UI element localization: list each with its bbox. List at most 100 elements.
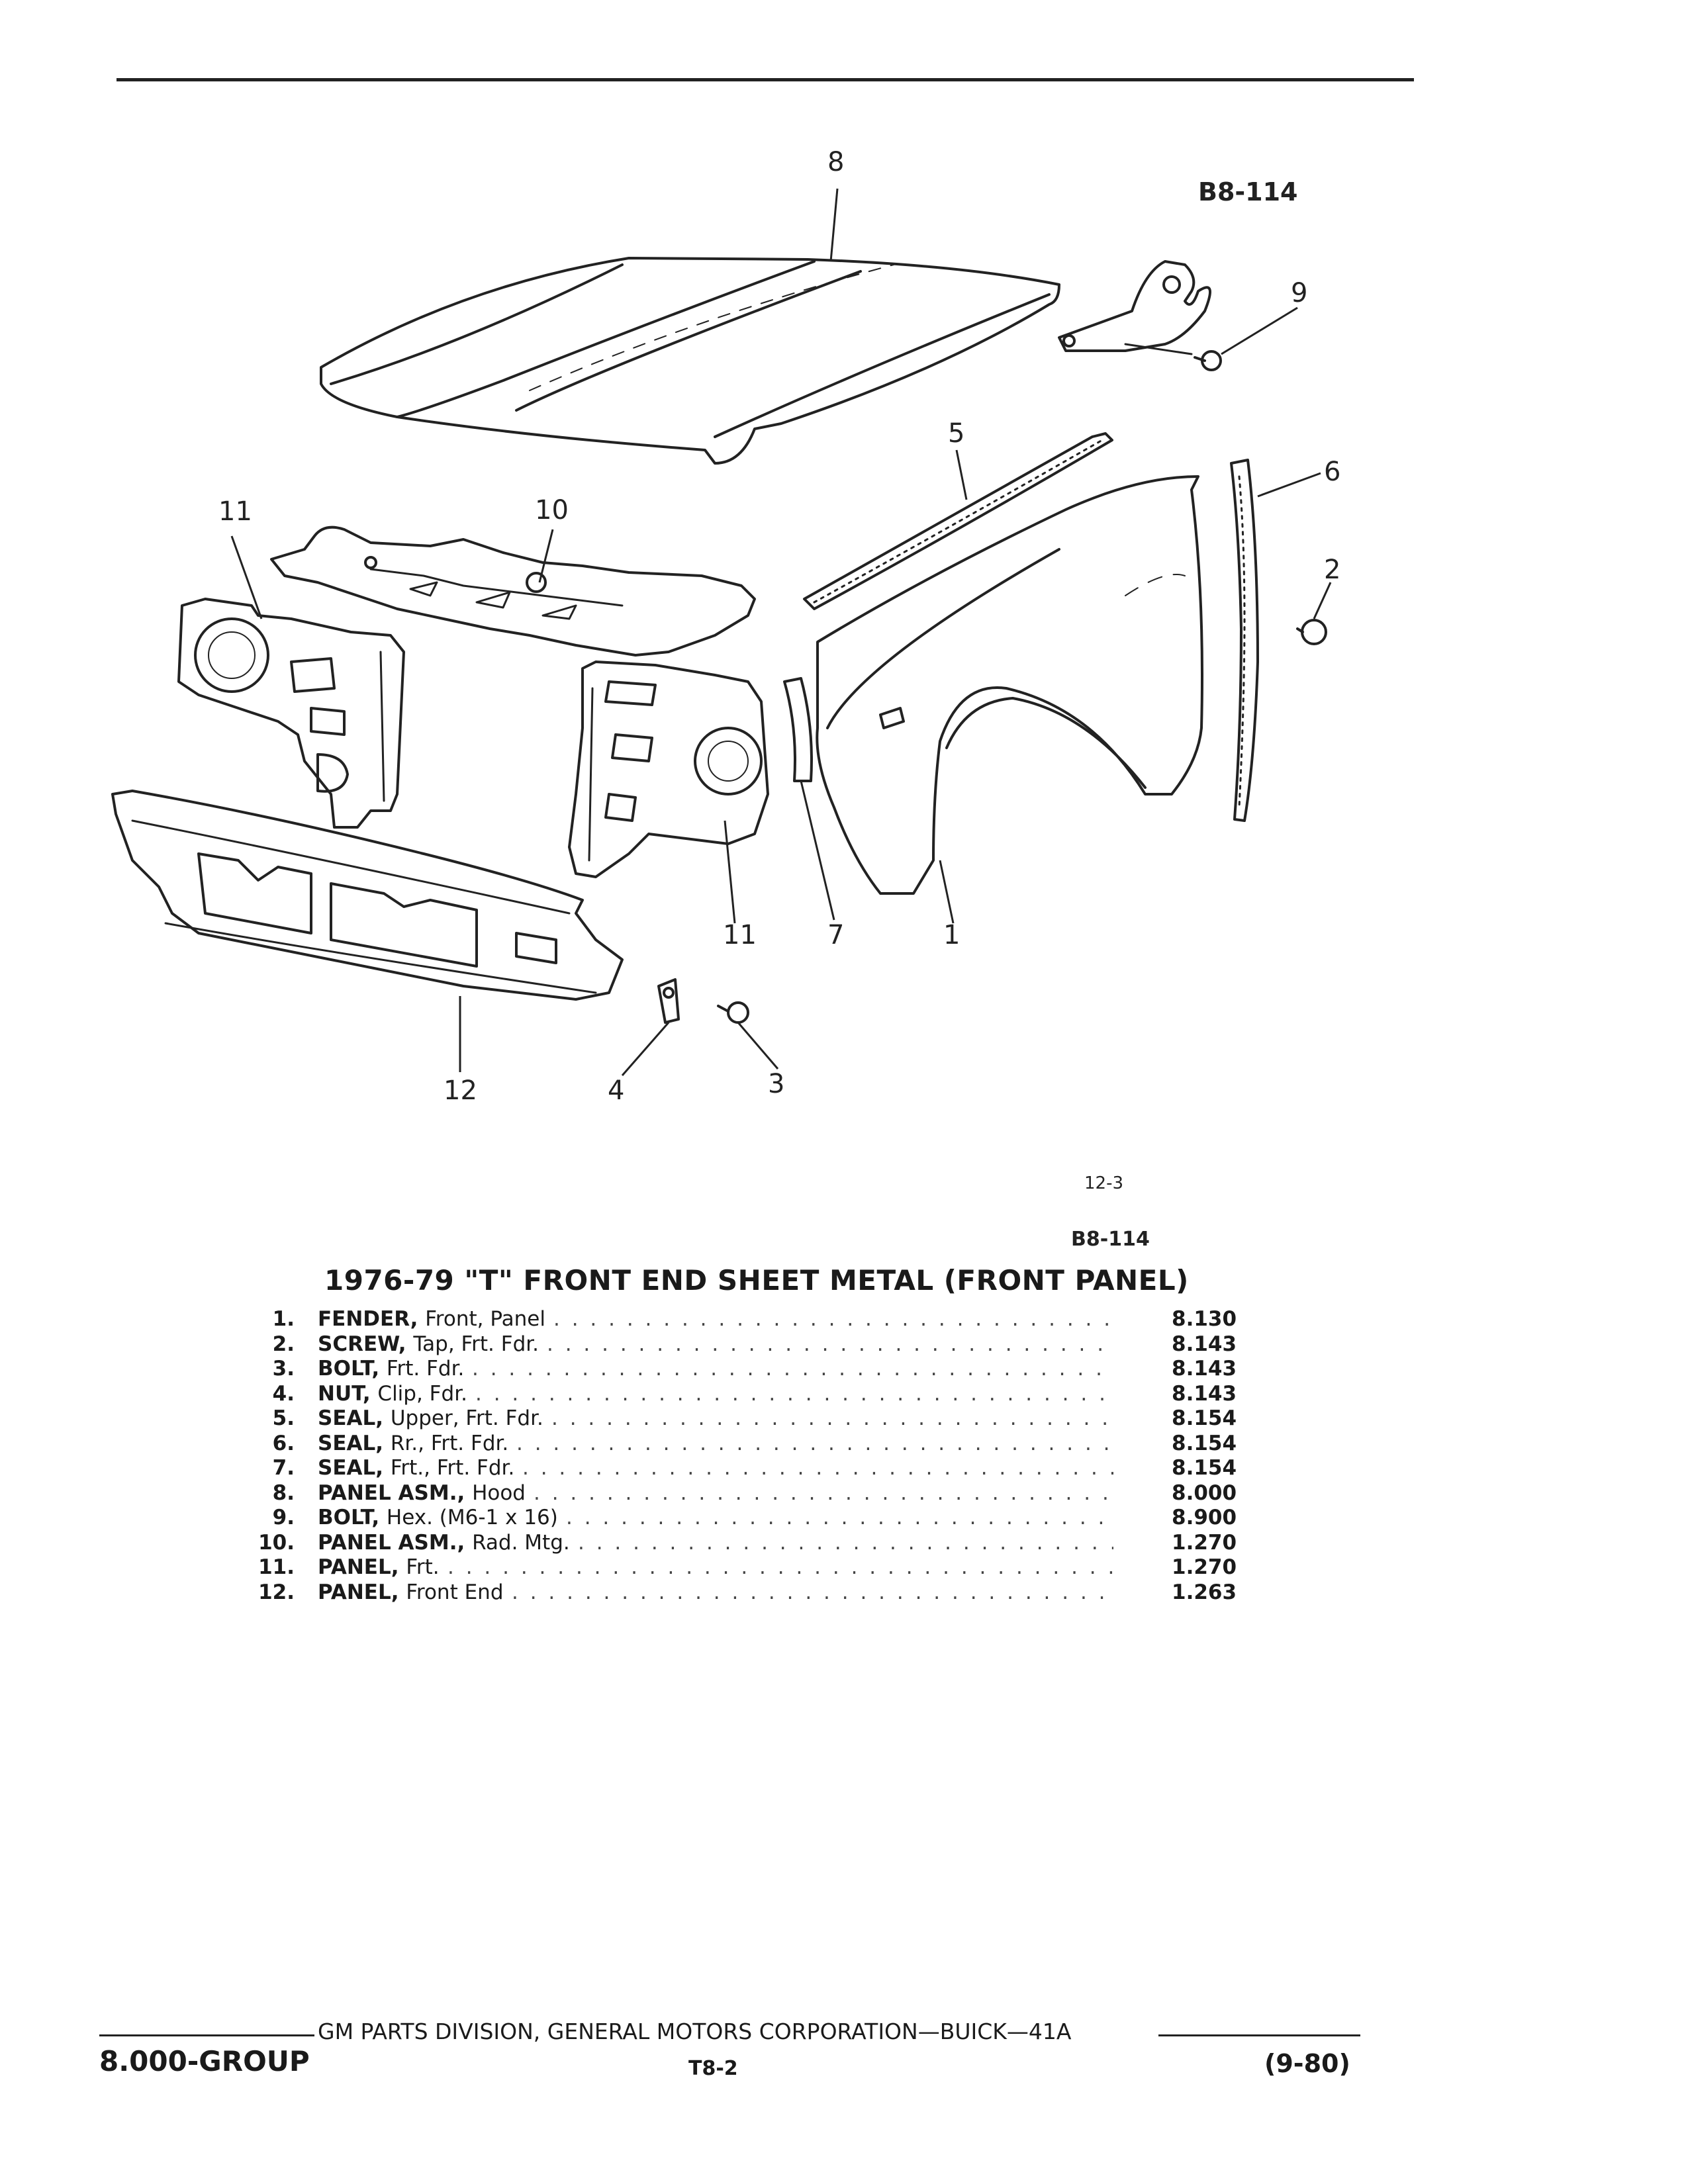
upper-seal-drawing <box>803 432 1113 610</box>
leader-dots: . . . . . . . . . . . . . . . . . . . . … <box>578 1530 1113 1555</box>
part-number: 3. <box>272 1357 295 1381</box>
leader-dots: . . . . . . . . . . . . . . . . . . . . … <box>551 1406 1113 1430</box>
callout-4: 4 <box>608 1075 625 1106</box>
leader-dots: . . . . . . . . . . . . . . . . . . . . … <box>547 1332 1113 1356</box>
part-group-reference: 8.143 <box>1172 1381 1237 1406</box>
part-number: 6. <box>272 1431 295 1455</box>
callout-9: 9 <box>1291 278 1308 308</box>
part-name-label: PANEL, <box>318 1580 399 1604</box>
part-name: BOLT, Frt. Fdr. <box>318 1357 464 1381</box>
part-group-reference: 8.143 <box>1172 1357 1237 1381</box>
footer-rule-right <box>1158 2034 1360 2036</box>
parts-list: 1.FENDER, Front, Panel. . . . . . . . . … <box>252 1307 1244 1605</box>
part-number: 8. <box>272 1480 295 1505</box>
callout-5: 5 <box>948 418 965 449</box>
fender-screw-drawing <box>1296 619 1327 645</box>
part-number: 7. <box>272 1456 295 1480</box>
parts-list-row: 8. PANEL ASM., Hood . . . . . . . . . . . … <box>252 1481 1244 1506</box>
part-number: 10. <box>258 1530 295 1555</box>
part-group-reference: 1.270 <box>1172 1555 1237 1579</box>
part-description: Rr., Frt. Fdr. <box>390 1431 509 1455</box>
leader-dots: . . . . . . . . . . . . . . . . . . . . … <box>516 1431 1113 1455</box>
parts-list-row: 12. PANEL, Front End . . . . . . . . . . .… <box>252 1580 1244 1606</box>
part-number: 4. <box>272 1381 295 1406</box>
part-description: Upper, Frt. Fdr. <box>390 1406 543 1430</box>
callout-11-right: 11 <box>723 920 757 950</box>
callout-11-left: 11 <box>218 496 252 527</box>
part-number: 1. <box>272 1307 295 1331</box>
part-name: PANEL, Frt. <box>318 1555 440 1579</box>
part-name: FENDER, Front, Panel <box>318 1307 545 1331</box>
parts-list-row: 4. NUT, Clip, Fdr. . . . . . . . . . . . .… <box>252 1382 1244 1407</box>
part-group-reference: 8.143 <box>1172 1332 1237 1356</box>
footer-publisher-line: GM PARTS DIVISION, GENERAL MOTORS CORPOR… <box>318 2019 1072 2044</box>
callout-7: 7 <box>827 920 845 950</box>
part-group-reference: 8.000 <box>1172 1480 1237 1505</box>
part-name: BOLT, Hex. (M6-1 x 16) <box>318 1506 558 1529</box>
section-title: 1976-79 "T" FRONT END SHEET METAL (FRONT… <box>324 1264 1189 1297</box>
part-name-label: PANEL, <box>318 1555 399 1579</box>
parts-list-row: 7. SEAL, Frt., Frt. Fdr. . . . . . . . . .… <box>252 1456 1244 1481</box>
part-name: SCREW, Tap, Frt. Fdr. <box>318 1332 539 1356</box>
exploded-parts-diagram <box>111 188 1332 1076</box>
leader-dots: . . . . . . . . . . . . . . . . . . . . … <box>522 1456 1113 1480</box>
part-description: Front, Panel <box>425 1307 545 1331</box>
part-name: PANEL ASM., Hood <box>318 1481 526 1505</box>
part-group-reference: 1.263 <box>1172 1580 1237 1604</box>
part-name-label: PANEL ASM., <box>318 1480 465 1505</box>
parts-list-row: 3. BOLT, Frt. Fdr. . . . . . . . . . . . .… <box>252 1357 1244 1382</box>
part-name-label: SCREW, <box>318 1332 406 1356</box>
part-group-reference: 8.900 <box>1172 1506 1237 1529</box>
part-group-reference: 8.154 <box>1172 1456 1237 1480</box>
part-name-label: SEAL, <box>318 1406 384 1430</box>
part-description: Hex. (M6-1 x 16) <box>386 1506 558 1529</box>
parts-list-row: 5. SEAL, Upper, Frt. Fdr. . . . . . . . . … <box>252 1406 1244 1432</box>
part-name: NUT, Clip, Fdr. <box>318 1382 467 1406</box>
leader-dots: . . . . . . . . . . . . . . . . . . . . … <box>512 1580 1113 1604</box>
top-rule <box>117 78 1414 81</box>
part-number: 11. <box>258 1555 295 1579</box>
part-description: Tap, Frt. Fdr. <box>413 1332 539 1356</box>
part-description: Clip, Fdr. <box>377 1381 467 1406</box>
leader-dots: . . . . . . . . . . . . . . . . . . . . … <box>475 1381 1113 1406</box>
part-number: 2. <box>272 1332 295 1356</box>
part-number: 12. <box>258 1580 295 1604</box>
front-fender-drawing <box>816 475 1203 895</box>
leader-dots: . . . . . . . . . . . . . . . . . . . . … <box>472 1357 1113 1381</box>
part-description: Frt., Frt. Fdr. <box>390 1456 515 1480</box>
part-description: Frt. <box>406 1555 440 1579</box>
hood-panel-drawing <box>320 257 1060 465</box>
footer-rule-left <box>99 2034 314 2036</box>
footer-page-number: T8-2 <box>688 2057 738 2080</box>
part-number: 5. <box>272 1406 295 1430</box>
leader-dots: . . . . . . . . . . . . . . . . . . . . … <box>534 1480 1113 1505</box>
fender-bolt-drawing <box>717 1001 749 1024</box>
right-front-panel-drawing <box>568 660 769 878</box>
leader-dots: . . . . . . . . . . . . . . . . . . . . … <box>553 1307 1113 1331</box>
part-name-label: BOLT, <box>318 1506 380 1529</box>
figure-sub-reference: 12-3 <box>1084 1173 1124 1193</box>
radiator-mounting-panel-drawing <box>270 525 756 657</box>
part-description: Frt. Fdr. <box>386 1357 465 1381</box>
callout-8: 8 <box>827 147 845 177</box>
part-name-label: SEAL, <box>318 1431 384 1455</box>
callout-12: 12 <box>444 1075 477 1106</box>
part-description: Rad. Mtg. <box>472 1530 570 1555</box>
part-description: Front End <box>406 1580 504 1604</box>
part-name: PANEL ASM., Rad. Mtg. <box>318 1531 570 1555</box>
rear-seal-drawing <box>1230 459 1259 822</box>
part-group-reference: 1.270 <box>1172 1530 1237 1555</box>
part-group-reference: 8.130 <box>1172 1307 1237 1331</box>
parts-list-row: 9.BOLT, Hex. (M6-1 x 16). . . . . . . . … <box>252 1506 1244 1531</box>
part-description: Hood <box>472 1480 526 1505</box>
callout-6: 6 <box>1324 457 1341 487</box>
part-name: SEAL, Frt., Frt. Fdr. <box>318 1456 514 1480</box>
figure-code-bottom: B8-114 <box>1071 1228 1150 1251</box>
front-seal-drawing <box>783 677 813 782</box>
parts-list-row: 11.PANEL, Frt.. . . . . . . . . . . . . … <box>252 1555 1244 1580</box>
part-name-label: BOLT, <box>318 1357 380 1381</box>
part-name: PANEL, Front End <box>318 1580 504 1604</box>
part-number: 9. <box>272 1506 295 1529</box>
parts-list-row: 10. PANEL ASM., Rad. Mtg. . . . . . . . . … <box>252 1531 1244 1556</box>
front-end-panel-drawing <box>111 790 624 1001</box>
